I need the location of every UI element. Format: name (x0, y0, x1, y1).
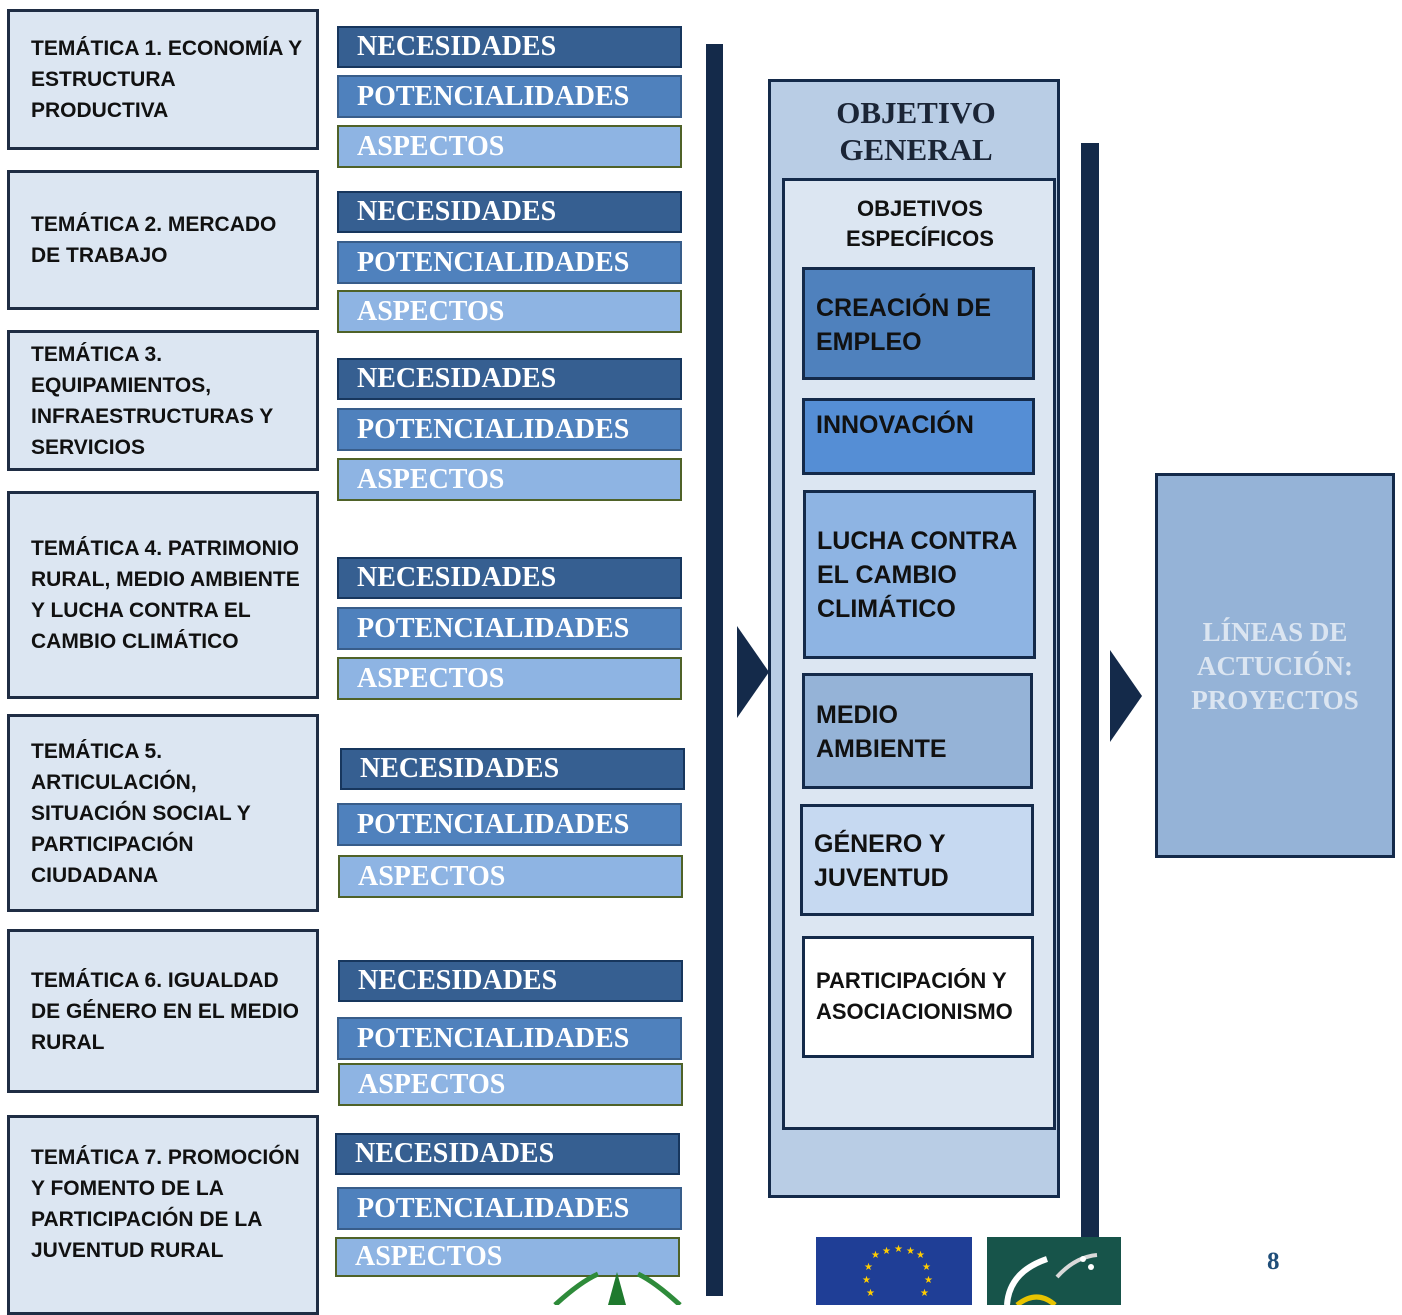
aspectos-bar-7: ASPECTOS (335, 1237, 680, 1277)
aspectos-label: ASPECTOS (357, 662, 505, 694)
necesidades-label: NECESIDADES (357, 562, 557, 593)
objetivo-innovacion: INNOVACIÓN (802, 398, 1035, 475)
flow-arrow-2 (1110, 650, 1142, 742)
svg-text:★: ★ (864, 1262, 873, 1273)
aspectos-bar-2: ASPECTOS (337, 290, 682, 333)
necesidades-bar-1: NECESIDADES (337, 26, 682, 68)
objetivo-label: CREACIÓN DE EMPLEO (816, 294, 992, 356)
aspectos-bar-6: ASPECTOS (338, 1063, 683, 1106)
green-logo-fragment (553, 1271, 682, 1305)
aspectos-label: ASPECTOS (357, 130, 505, 162)
necesidades-label: NECESIDADES (355, 1138, 555, 1169)
tematica-label-6: TEMÁTICA 6. IGUALDAD DE GÉNERO EN EL MED… (31, 968, 299, 1054)
necesidades-bar-5: NECESIDADES (340, 748, 685, 790)
tematica-box-6: TEMÁTICA 6. IGUALDAD DE GÉNERO EN EL MED… (7, 929, 319, 1093)
svg-text:★: ★ (924, 1275, 933, 1286)
flow-arrow-1 (737, 626, 769, 718)
svg-text:★: ★ (894, 1244, 903, 1255)
objetivo-label: MEDIO AMBIENTE (816, 701, 947, 763)
potencialidades-label: POTENCIALIDADES (357, 1192, 630, 1224)
tematica-label-1: TEMÁTICA 1. ECONOMÍA Y ESTRUCTURA PRODUC… (31, 37, 302, 122)
svg-text:★: ★ (882, 1246, 891, 1257)
objetivo-medio-ambiente: MEDIO AMBIENTE (802, 673, 1033, 789)
flow-line-1 (706, 44, 723, 1296)
tematica-box-2: TEMÁTICA 2. MERCADO DE TRABAJO (7, 170, 319, 310)
lineas-actuacion-label: LÍNEAS DE ACTUCIÓN: PROYECTOS (1191, 616, 1359, 715)
tematica-label-3: TEMÁTICA 3. EQUIPAMIENTOS, INFRAESTRUCTU… (31, 342, 273, 459)
objetivo-cambio-climatico: LUCHA CONTRA EL CAMBIO CLIMÁTICO (803, 490, 1036, 659)
svg-text:★: ★ (916, 1250, 925, 1261)
svg-text:★: ★ (871, 1250, 880, 1261)
svg-text:★: ★ (906, 1246, 915, 1257)
necesidades-bar-3: NECESIDADES (337, 358, 682, 400)
potencialidades-bar-5: POTENCIALIDADES (337, 803, 682, 846)
aspectos-label: ASPECTOS (357, 463, 505, 495)
potencialidades-bar-6: POTENCIALIDADES (337, 1017, 682, 1060)
potencialidades-label: POTENCIALIDADES (357, 413, 630, 445)
tematica-box-5: TEMÁTICA 5. ARTICULACIÓN, SITUACIÓN SOCI… (7, 714, 319, 912)
necesidades-bar-6: NECESIDADES (338, 960, 683, 1002)
aspectos-label: ASPECTOS (355, 1241, 503, 1272)
potencialidades-label: POTENCIALIDADES (357, 1022, 630, 1054)
necesidades-label: NECESIDADES (358, 965, 558, 996)
objetivo-label: PARTICIPACIÓN Y ASOCIACIONISMO (816, 968, 1013, 1024)
necesidades-label: NECESIDADES (357, 31, 557, 62)
tematica-box-7: TEMÁTICA 7. PROMOCIÓN Y FOMENTO DE LA PA… (7, 1115, 319, 1315)
tematica-label-5: TEMÁTICA 5. ARTICULACIÓN, SITUACIÓN SOCI… (31, 739, 251, 887)
lineas-actuacion-box: LÍNEAS DE ACTUCIÓN: PROYECTOS (1155, 473, 1395, 858)
tematica-label-7: TEMÁTICA 7. PROMOCIÓN Y FOMENTO DE LA PA… (31, 1146, 300, 1262)
flow-line-2 (1081, 143, 1099, 1248)
svg-text:★: ★ (866, 1288, 875, 1299)
potencialidades-bar-7: POTENCIALIDADES (337, 1187, 682, 1230)
tematica-label-2: TEMÁTICA 2. MERCADO DE TRABAJO (31, 213, 277, 267)
potencialidades-label: POTENCIALIDADES (357, 612, 630, 644)
necesidades-label: NECESIDADES (357, 363, 557, 394)
potencialidades-bar-4: POTENCIALIDADES (337, 607, 682, 650)
objetivo-participacion: PARTICIPACIÓN Y ASOCIACIONISMO (802, 936, 1034, 1058)
objetivo-creacion-empleo: CREACIÓN DE EMPLEO (802, 267, 1035, 380)
aspectos-bar-5: ASPECTOS (338, 855, 683, 898)
svg-text:★: ★ (920, 1288, 929, 1299)
objetivo-general-title: OBJETIVO GENERAL (836, 95, 996, 167)
potencialidades-bar-2: POTENCIALIDADES (337, 241, 682, 284)
tematica-box-3: TEMÁTICA 3. EQUIPAMIENTOS, INFRAESTRUCTU… (7, 330, 319, 471)
objetivo-genero-juventud: GÉNERO Y JUVENTUD (800, 804, 1034, 916)
svg-text:★: ★ (922, 1262, 931, 1273)
aspectos-label: ASPECTOS (357, 295, 505, 327)
svg-text:★: ★ (862, 1275, 871, 1286)
objetivo-label: GÉNERO Y JUVENTUD (814, 830, 949, 892)
tematica-label-4: TEMÁTICA 4. PATRIMONIO RURAL, MEDIO AMBI… (31, 537, 300, 653)
leader-logo (987, 1237, 1121, 1305)
aspectos-label: ASPECTOS (358, 860, 506, 892)
potencialidades-bar-3: POTENCIALIDADES (337, 408, 682, 451)
potencialidades-label: POTENCIALIDADES (357, 246, 630, 278)
potencialidades-label: POTENCIALIDADES (357, 808, 630, 840)
potencialidades-bar-1: POTENCIALIDADES (337, 75, 682, 118)
tematica-box-1: TEMÁTICA 1. ECONOMÍA Y ESTRUCTURA PRODUC… (7, 9, 319, 150)
tematica-box-4: TEMÁTICA 4. PATRIMONIO RURAL, MEDIO AMBI… (7, 491, 319, 699)
necesidades-label: NECESIDADES (360, 753, 560, 784)
objetivo-label: INNOVACIÓN (816, 411, 974, 439)
potencialidades-label: POTENCIALIDADES (357, 80, 630, 112)
eu-flag-logo: ★★★★★ ★★ ★★ ★★ (816, 1237, 972, 1305)
aspectos-bar-1: ASPECTOS (337, 125, 682, 168)
necesidades-bar-4: NECESIDADES (337, 557, 682, 599)
objetivos-especificos-title: OBJETIVOS ESPECÍFICOS (846, 196, 994, 251)
aspectos-label: ASPECTOS (358, 1068, 506, 1100)
page-number: 8 (1267, 1248, 1280, 1275)
necesidades-bar-2: NECESIDADES (337, 191, 682, 233)
aspectos-bar-4: ASPECTOS (337, 657, 682, 700)
aspectos-bar-3: ASPECTOS (337, 458, 682, 501)
necesidades-label: NECESIDADES (357, 196, 557, 227)
necesidades-bar-7: NECESIDADES (335, 1133, 680, 1175)
objetivo-label: LUCHA CONTRA EL CAMBIO CLIMÁTICO (817, 527, 1017, 623)
